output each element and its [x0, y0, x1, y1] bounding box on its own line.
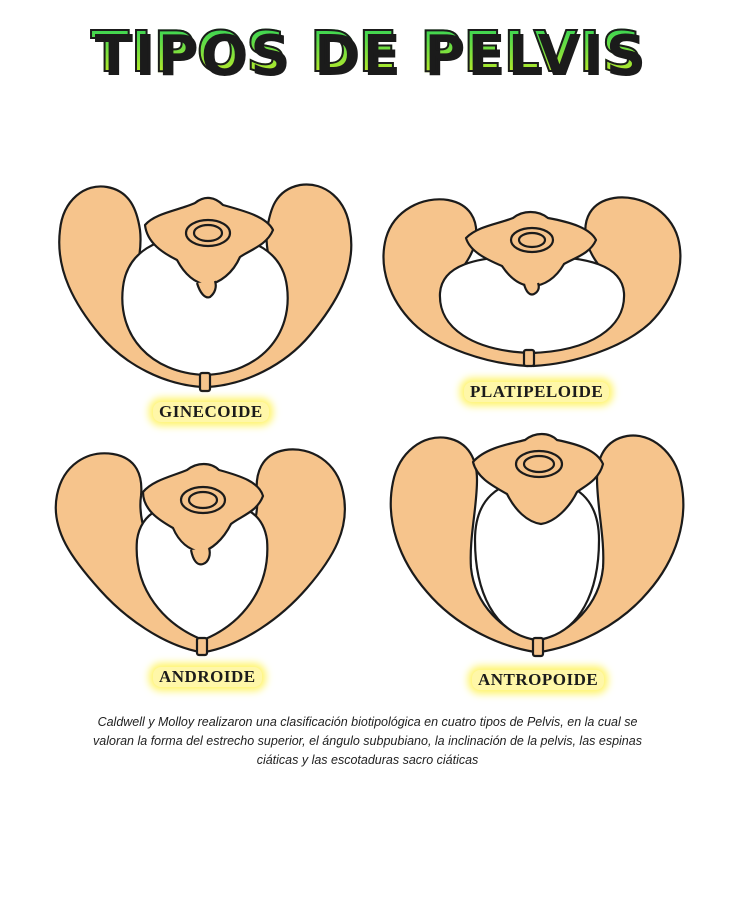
pelvis-ginecoide-illustration — [58, 183, 353, 393]
pelvis-androide-illustration — [54, 448, 346, 657]
label-androide: ANDROIDE — [153, 667, 262, 687]
label-ginecoide: GINECOIDE — [153, 402, 269, 422]
pelvis-platipeloide-illustration — [382, 196, 682, 368]
label-platipeloide: PLATIPELOIDE — [464, 382, 610, 402]
label-antropoide: ANTROPOIDE — [472, 670, 605, 690]
pelvis-antropoide-illustration — [389, 432, 685, 658]
page-title: TIPOS DE PELVIS — [90, 19, 645, 86]
caption-text: Caldwell y Molloy realizaron una clasifi… — [93, 715, 642, 767]
